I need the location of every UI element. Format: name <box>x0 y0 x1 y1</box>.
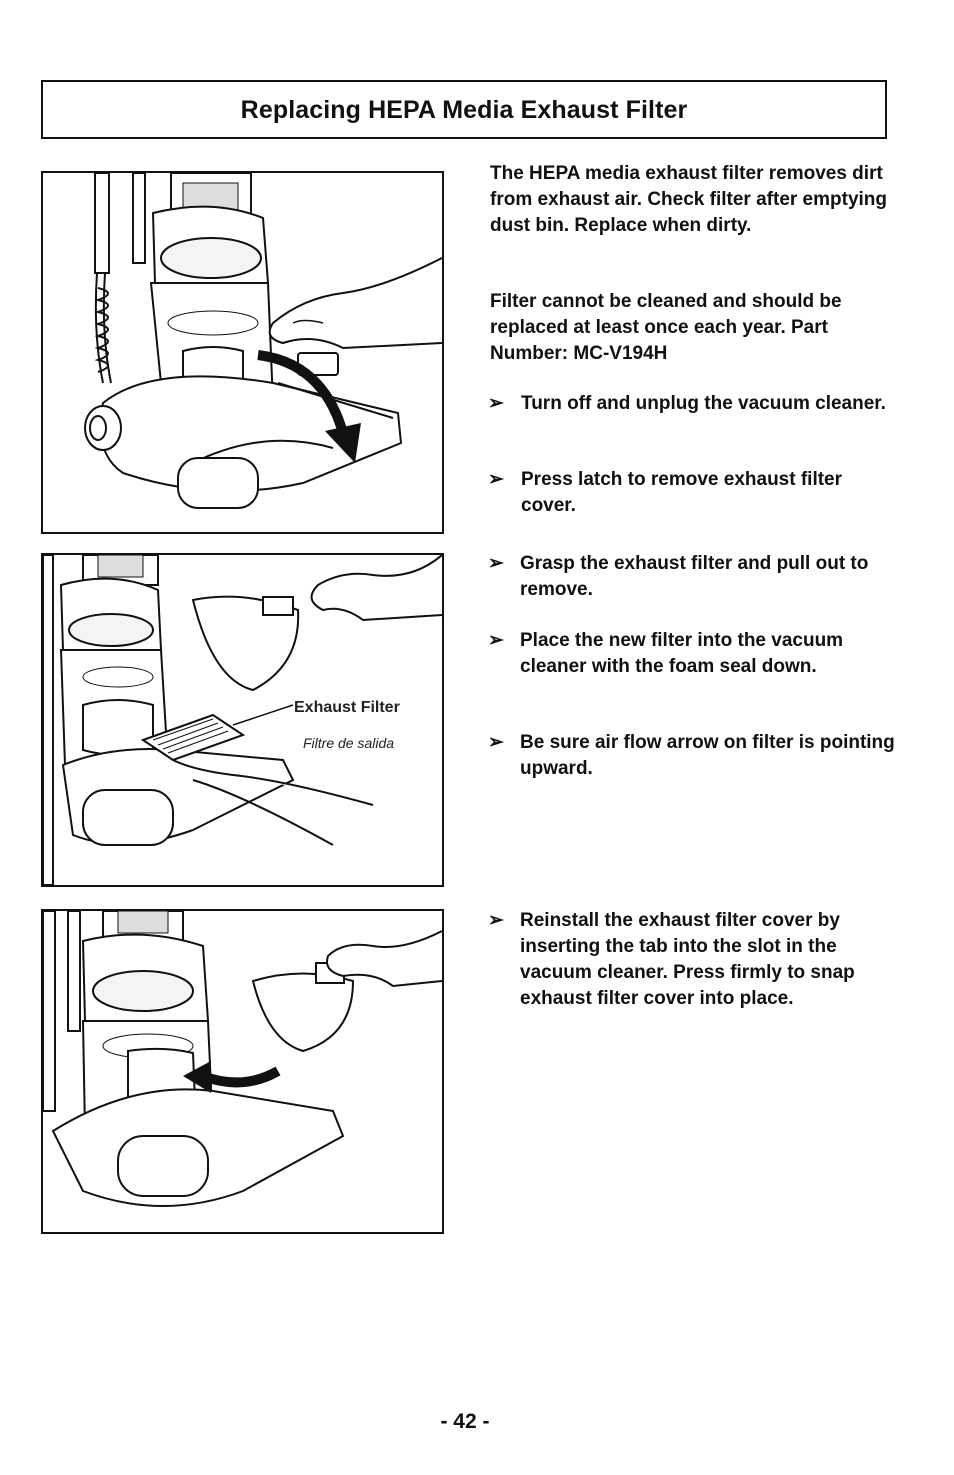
intro-paragraph-1: The HEPA media exhaust filter removes di… <box>490 163 888 236</box>
vacuum-remove-cover-illustration <box>84 173 442 509</box>
exhaust-filter-label: Exhaust Filter <box>294 699 400 716</box>
step-text: Turn off and unplug the vacuum cleaner. <box>521 393 886 414</box>
step-text: Be sure air flow arrow on filter is poin… <box>520 732 895 779</box>
bullet-arrow-icon: ➢ <box>488 732 504 753</box>
step-text: Press latch to remove exhaust filter cov… <box>521 469 843 516</box>
step-text: Reinstall the exhaust filter cover by in… <box>520 910 855 1009</box>
vacuum-reinstall-cover-illustration <box>43 911 442 1207</box>
figure-reinstall-cover <box>41 909 444 1234</box>
step-press-latch: ➢ Press latch to remove exhaust filter c… <box>488 467 898 519</box>
page-title: Replacing HEPA Media Exhaust Filter <box>240 96 688 124</box>
figure-remove-cover <box>41 171 444 534</box>
step-airflow-arrow: ➢ Be sure air flow arrow on filter is po… <box>488 730 898 782</box>
step-turn-off: ➢ Turn off and unplug the vacuum cleaner… <box>488 391 898 417</box>
bullet-arrow-icon: ➢ <box>488 393 504 414</box>
step-grasp-filter: ➢ Grasp the exhaust filter and pull out … <box>488 551 898 603</box>
step-text: Place the new filter into the vacuum cle… <box>520 630 844 677</box>
bullet-arrow-icon: ➢ <box>488 910 504 931</box>
step-text: Grasp the exhaust filter and pull out to… <box>520 553 869 600</box>
bullet-arrow-icon: ➢ <box>488 553 504 574</box>
title-box: Replacing HEPA Media Exhaust Filter <box>41 80 887 139</box>
page-number: - 42 - <box>440 1410 490 1433</box>
exhaust-filter-label-fr: Filtre de salida <box>303 735 395 751</box>
bullet-arrow-icon: ➢ <box>488 469 504 490</box>
intro-paragraph-2: Filter cannot be cleaned and should be r… <box>490 291 842 364</box>
exhaust-filter-illustration <box>43 555 442 885</box>
bullet-arrow-icon: ➢ <box>488 630 504 651</box>
step-reinstall-cover: ➢ Reinstall the exhaust filter cover by … <box>488 908 898 1012</box>
step-place-filter: ➢ Place the new filter into the vacuum c… <box>488 628 898 680</box>
figure-exhaust-filter <box>41 553 444 887</box>
